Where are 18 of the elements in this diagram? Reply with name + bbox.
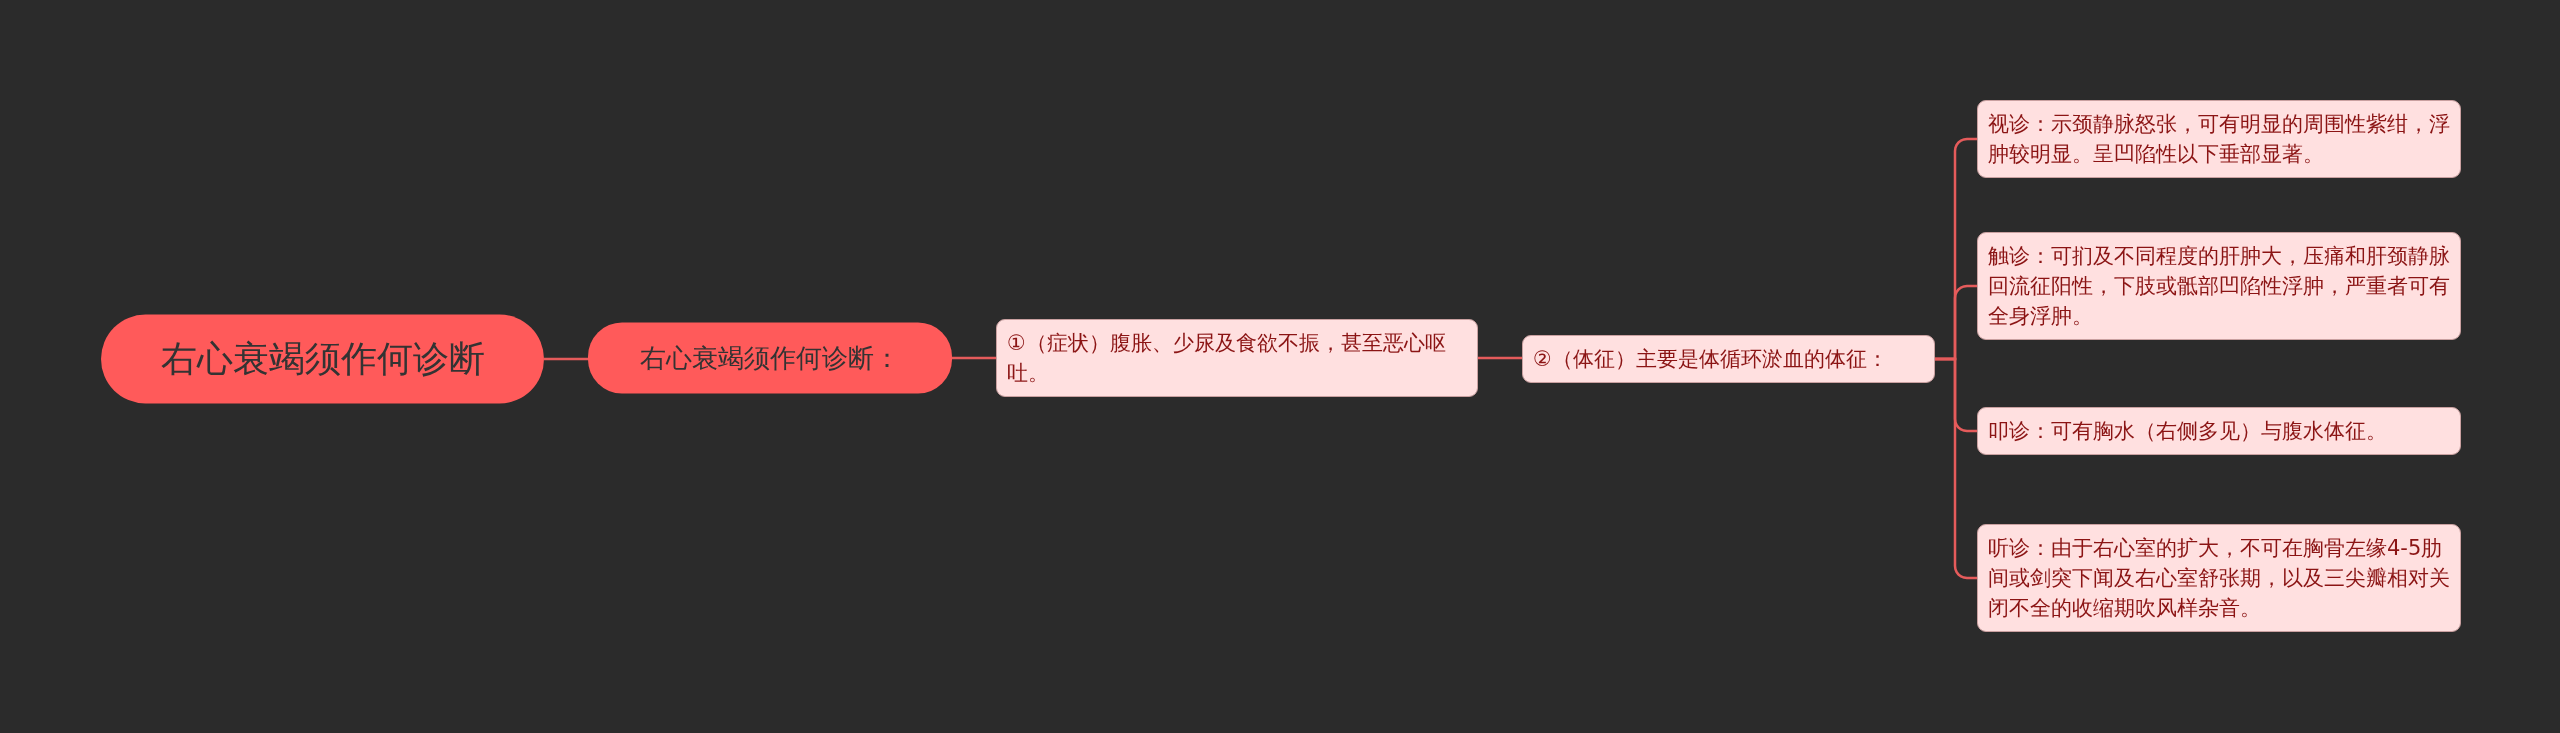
connector-line [952,356,996,360]
topic-card [996,319,1478,397]
topic-text: 触诊：可扪及不同程度的肝肿大，压痛和肝颈静脉回流征阳性，下肢或骶部凹陷性浮肿，严重者可有全身浮肿。 [1988,243,2450,330]
connector-line [1478,356,1522,360]
topic-card [1977,407,2461,455]
connector-line [544,357,588,361]
topic-text: 叩诊：可有胸水（右侧多见）与腹水体征。 [1988,418,2388,445]
connector-line [1935,357,1977,580]
topic-card [1977,524,2461,632]
topic-text: 视诊：示颈静脉怒张，可有明显的周围性紫绀，浮肿较明显。呈凹陷性以下垂部显著。 [1988,111,2450,168]
topic-card [1977,232,2461,340]
topic-text: ①（症状）腹胀、少尿及食欲不振，甚至恶心呕吐。 [1007,330,1447,387]
topic-text: 右心衰竭须作何诊断： [639,341,901,375]
topic-card [1522,335,1935,383]
topic-text: 右心衰竭须作何诊断 [159,336,486,381]
topic-text: ②（体征）主要是体循环淤血的体征： [1533,346,1889,373]
topic-text: 听诊：由于右心室的扩大，不可在胸骨左缘4-5肋间或剑突下闻及右心室舒张期，以及三尖瓣相对关闭不全的收缩期吹风样杂音。 [1988,535,2450,622]
topic-card [1977,100,2461,178]
